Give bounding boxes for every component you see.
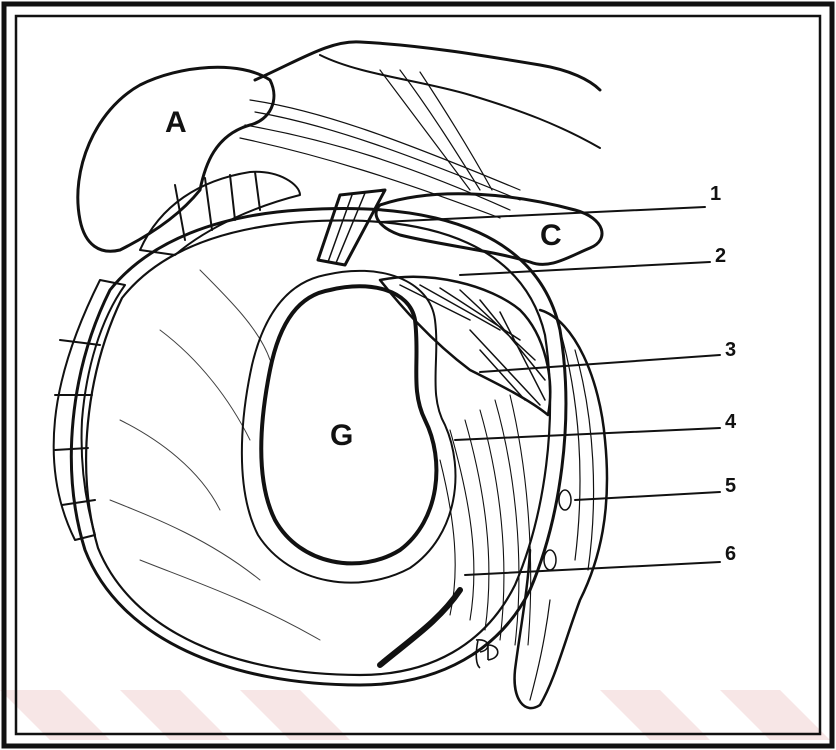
artist-signature: [476, 640, 498, 668]
inferior-glenohumeral-ligament: [440, 395, 531, 645]
label-G: G: [330, 419, 353, 452]
callout-3: 3: [725, 339, 736, 361]
callout-5: 5: [725, 475, 736, 497]
subscapularis: [380, 277, 550, 415]
callout-2: 2: [715, 245, 726, 267]
callout-6: 6: [725, 543, 736, 565]
label-C: C: [540, 219, 562, 252]
acromion: [78, 67, 274, 251]
callout-4: 4: [725, 411, 737, 433]
callout-1: 1: [710, 183, 721, 205]
watermark-band: [0, 690, 830, 740]
fat-pad: [559, 490, 571, 510]
label-A: A: [165, 106, 187, 139]
